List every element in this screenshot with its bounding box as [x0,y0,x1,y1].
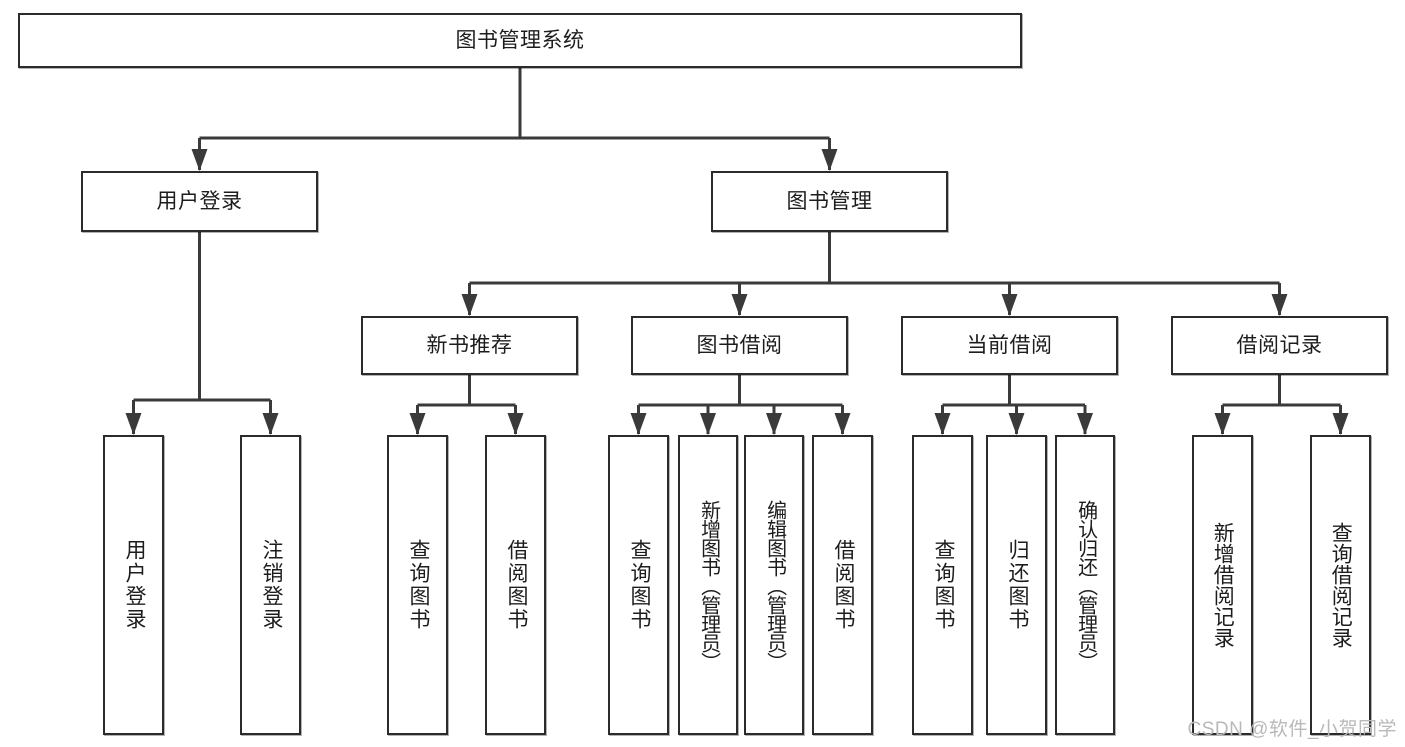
node-label: 当前借阅 [966,333,1053,357]
node-leaf-add-book-admin[interactable]: 新增图书（管理员） [678,435,738,735]
node-leaf-query-book-3[interactable]: 查询图书 [912,435,973,735]
node-leaf-borrow-book-1[interactable]: 借阅图书 [485,435,546,735]
node-root-book-management-system[interactable]: 图书管理系统 [18,13,1022,68]
node-label: 借阅图书 [504,539,528,631]
node-leaf-query-book-1[interactable]: 查询图书 [387,435,448,735]
node-leaf-return-book[interactable]: 归还图书 [986,435,1047,735]
node-label: 查询借阅记录 [1329,522,1353,648]
node-leaf-borrow-book-2[interactable]: 借阅图书 [812,435,873,735]
node-label: 新书推荐 [426,333,513,357]
node-book-borrowing[interactable]: 图书借阅 [631,316,848,375]
node-label: 确认归还（管理员） [1074,499,1097,671]
node-borrowing-records[interactable]: 借阅记录 [1171,316,1388,375]
node-leaf-user-login[interactable]: 用户登录 [103,435,164,735]
node-label: 编辑图书（管理员） [763,499,786,671]
node-book-management[interactable]: 图书管理 [711,171,948,232]
node-leaf-query-book-2[interactable]: 查询图书 [608,435,669,735]
node-label: 查询图书 [406,539,430,631]
node-label: 图书借阅 [696,333,783,357]
node-label: 新增借阅记录 [1211,522,1235,648]
node-label: 归还图书 [1005,539,1029,631]
node-leaf-query-borrow-record[interactable]: 查询借阅记录 [1310,435,1371,735]
node-label: 图书管理系统 [455,28,585,52]
node-leaf-edit-book-admin[interactable]: 编辑图书（管理员） [744,435,804,735]
node-leaf-user-logout[interactable]: 注销登录 [240,435,301,735]
node-label: 用户登录 [156,189,243,213]
node-user-login[interactable]: 用户登录 [81,171,318,232]
node-leaf-add-borrow-record[interactable]: 新增借阅记录 [1192,435,1253,735]
node-label: 新增图书（管理员） [697,499,720,671]
node-current-borrowing[interactable]: 当前借阅 [901,316,1118,375]
watermark-text: CSDN @软件_小贺同学 [1187,719,1397,740]
node-label: 用户登录 [122,539,146,631]
node-label: 查询图书 [627,539,651,631]
node-label: 借阅记录 [1236,333,1323,357]
node-label: 借阅图书 [831,539,855,631]
node-label: 图书管理 [786,189,873,213]
node-label: 查询图书 [931,539,955,631]
node-new-book-recommendation[interactable]: 新书推荐 [361,316,578,375]
node-label: 注销登录 [259,539,283,631]
node-leaf-confirm-return-admin[interactable]: 确认归还（管理员） [1055,435,1115,735]
